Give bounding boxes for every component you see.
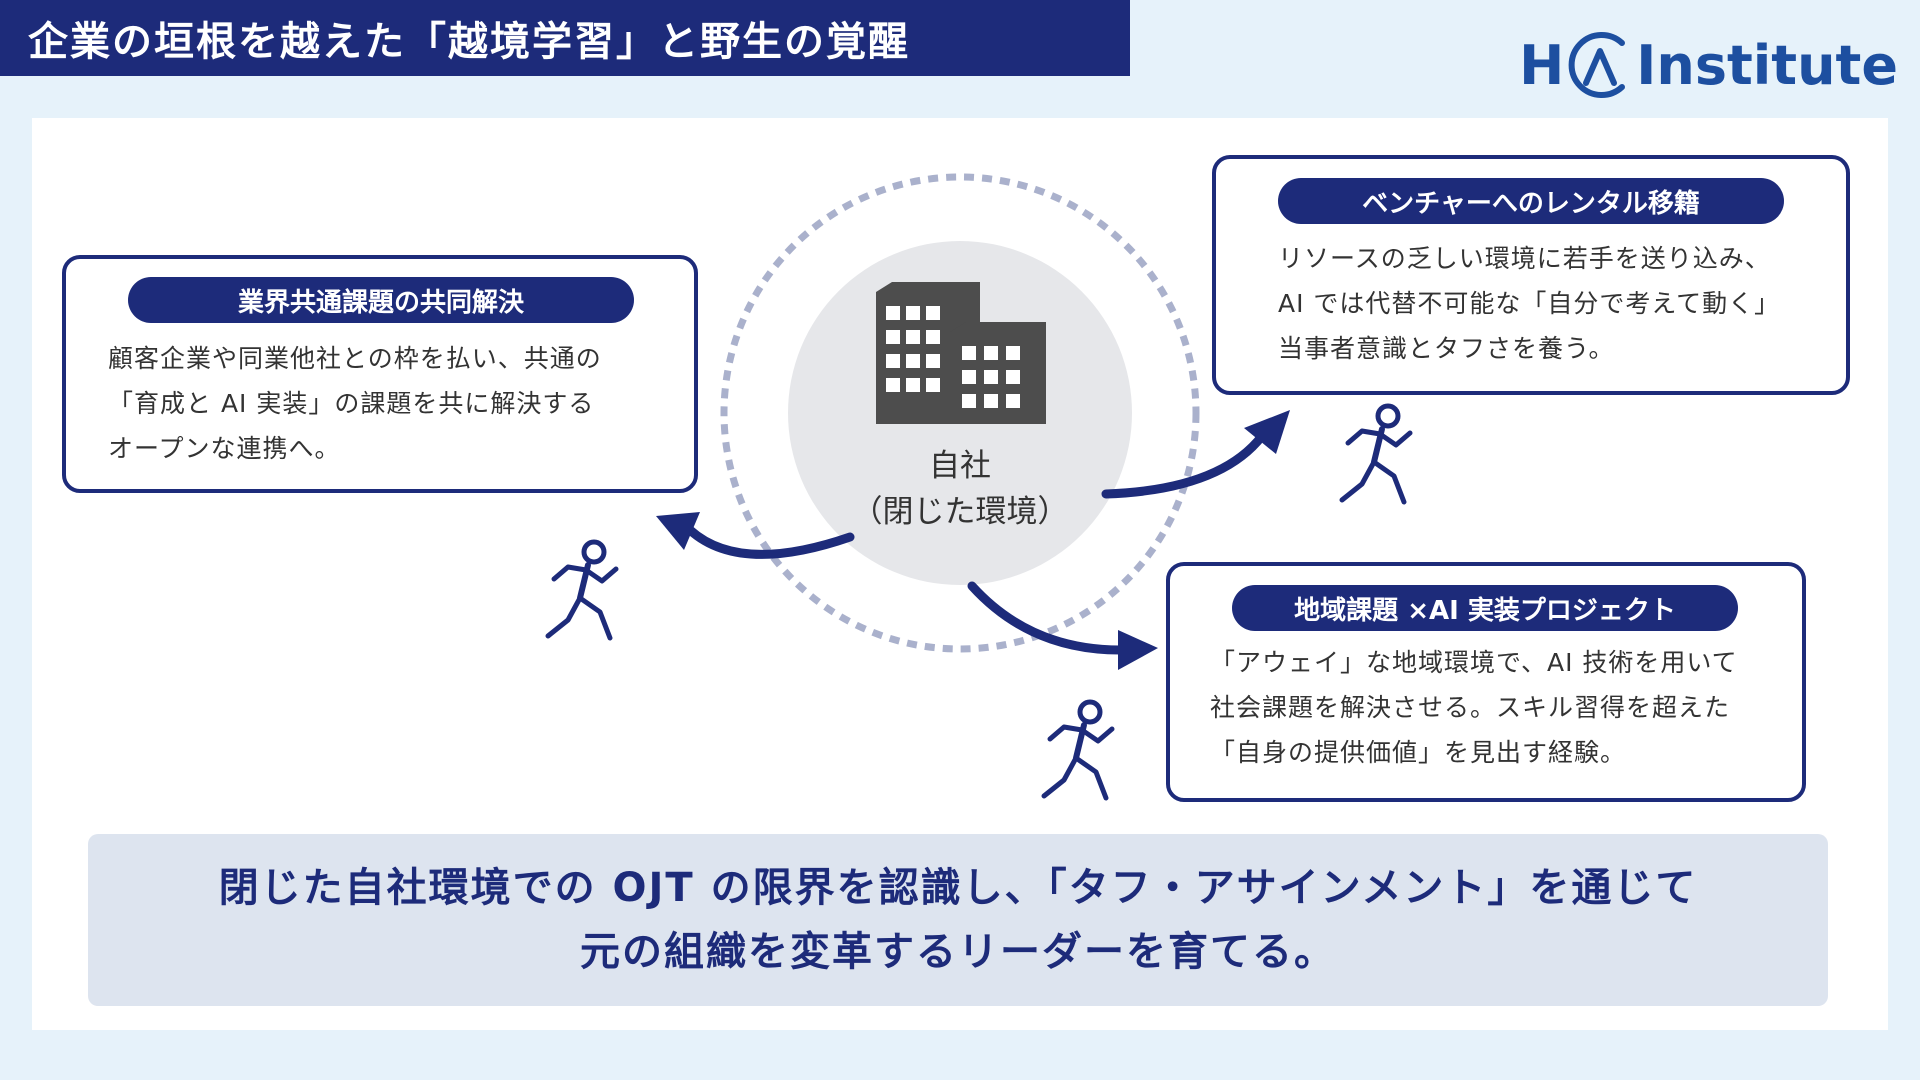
dotted-ring: [720, 173, 1200, 653]
card-industry-collab-body: 顧客企業や同業他社との枠を払い、共通の 「育成と AI 実装」の課題を共に解決す…: [108, 336, 602, 471]
card-venture-rental-line: リソースの乏しい環境に若手を送り込み、: [1278, 244, 1771, 273]
card-venture-rental-line: 当事者意識とタフさを養う。: [1278, 334, 1615, 363]
card-regional-ai-line: 社会課題を解決させる。スキル習得を超えた: [1210, 693, 1731, 722]
logo-suffix: Institute: [1636, 33, 1898, 97]
office-buildings-icon: [876, 282, 1046, 424]
card-regional-ai-line: 「アウェイ」な地域環境で、AI 技術を用いて: [1210, 648, 1738, 677]
card-industry-collab-line: オープンな連携へ。: [108, 434, 341, 463]
logo: H Institute: [1519, 24, 1898, 106]
logo-prefix: H: [1519, 33, 1565, 97]
summary-line1: 閉じた自社環境での OJT の限界を認識し、「タフ・アサインメント」を通じて: [218, 865, 1698, 911]
arrow-to-bottom-right-card: [967, 581, 1158, 670]
runner-icon-bottom-right: [1044, 702, 1112, 798]
center-label-line1: 自社: [929, 448, 991, 484]
card-venture-rental-line: AI では代替不可能な「自分で考えて動く」: [1278, 289, 1781, 318]
card-venture-rental-body: リソースの乏しい環境に若手を送り込み、 AI では代替不可能な「自分で考えて動く…: [1278, 236, 1780, 371]
arrow-to-top-right-card: [1101, 410, 1290, 499]
card-venture-rental-label: ベンチャーへのレンタル移籍: [1278, 178, 1784, 224]
card-regional-ai-label: 地域課題 ×AI 実装プロジェクト: [1232, 585, 1738, 631]
circle-a-icon: [1568, 32, 1626, 98]
card-industry-collab-line: 「育成と AI 実装」の課題を共に解決する: [108, 389, 595, 418]
card-industry-collab-label: 業界共通課題の共同解決: [128, 277, 634, 323]
card-industry-collab-line: 顧客企業や同業他社との枠を払い、共通の: [108, 344, 602, 373]
center-label-line2: （閉じた環境）: [851, 494, 1069, 530]
page-title: 企業の垣根を越えた「越境学習」と野生の覚醒: [28, 19, 910, 65]
summary-box: 閉じた自社環境での OJT の限界を認識し、「タフ・アサインメント」を通じて 元…: [88, 834, 1828, 1006]
card-regional-ai-body: 「アウェイ」な地域環境で、AI 技術を用いて 社会課題を解決させる。スキル習得を…: [1210, 640, 1738, 775]
runner-icon-top-right: [1342, 406, 1410, 502]
card-regional-ai-line: 「自身の提供価値」を見出す経験。: [1210, 738, 1627, 767]
title-banner: 企業の垣根を越えた「越境学習」と野生の覚醒: [0, 0, 1130, 76]
arrow-to-left-card: [656, 512, 855, 559]
center-label: 自社 （閉じた環境）: [790, 443, 1130, 535]
summary-line2: 元の組織を変革するリーダーを育てる。: [580, 929, 1336, 975]
runner-icon-left: [548, 542, 616, 638]
